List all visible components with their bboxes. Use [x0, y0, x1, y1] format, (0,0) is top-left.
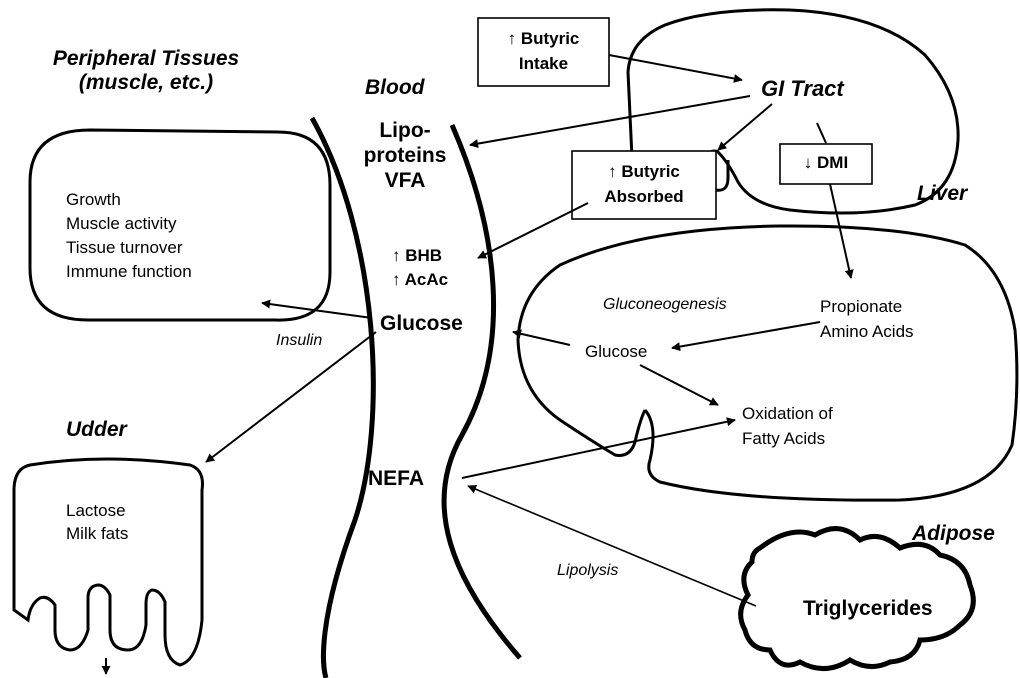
lipolysis-label: Lipolysis	[557, 562, 618, 580]
oxidation-line2: Fatty Acids	[742, 426, 833, 451]
peripheral-title-line1: Peripheral Tissues	[30, 47, 262, 71]
butyric-absorbed-line1: ↑ Butyric	[572, 159, 716, 184]
peripheral-functions-list: Growth Muscle activity Tissue turnover I…	[66, 188, 192, 284]
udder-title: Udder	[66, 418, 127, 442]
function-item: Muscle activity	[66, 212, 192, 236]
butyric-absorbed-label: ↑ Butyric Absorbed	[572, 159, 716, 209]
triglycerides-label: Triglycerides	[803, 597, 933, 621]
arrow-triglycerides-to-nefa	[468, 486, 756, 606]
udder-item: Lactose	[66, 499, 128, 522]
nefa-label: NEFA	[368, 467, 424, 491]
peripheral-title-line2: (muscle, etc.)	[30, 71, 262, 95]
arrow-propionate-to-glucose	[672, 322, 820, 348]
oxidation-line1: Oxidation of	[742, 401, 833, 426]
function-item: Immune function	[66, 260, 192, 284]
blood-vessel-left-wall	[312, 118, 373, 678]
ketone-bodies-label: ↑ BHB ↑ AcAc	[392, 244, 448, 292]
arrow-gi-to-absorbed	[718, 104, 772, 150]
blood-title: Blood	[365, 76, 424, 100]
propionate-label: Propionate	[820, 294, 914, 319]
insulin-label: Insulin	[276, 332, 322, 350]
peripheral-tissues-title: Peripheral Tissues (muscle, etc.)	[30, 47, 262, 95]
acac-label: ↑ AcAc	[392, 268, 448, 292]
liver-title: Liver	[917, 182, 967, 206]
function-item: Growth	[66, 188, 192, 212]
vfa-label: VFA	[360, 168, 450, 193]
udder-item: Milk fats	[66, 522, 128, 545]
liver-shape	[518, 226, 1017, 500]
bhb-label: ↑ BHB	[392, 244, 448, 268]
butyric-intake-line2: Intake	[478, 51, 609, 76]
butyric-intake-label: ↑ Butyric Intake	[478, 26, 609, 76]
amino-acids-label: Amino Acids	[820, 319, 914, 344]
blood-vessel-right-wall	[444, 125, 520, 658]
arrow-dmi-to-propionate	[830, 184, 851, 278]
oxidation-fatty-acids-label: Oxidation of Fatty Acids	[742, 401, 833, 451]
arrow-glucose-to-oxidation	[640, 365, 718, 405]
blood-glucose-label: Glucose	[380, 312, 463, 336]
butyric-absorbed-line2: Absorbed	[572, 184, 716, 209]
arrow-glucose-to-peripheral	[262, 303, 372, 318]
arrow-gi-to-lipoproteins	[470, 96, 750, 145]
function-item: Tissue turnover	[66, 236, 192, 260]
liver-glucose-label: Glucose	[585, 342, 647, 362]
arrow-absorbed-to-bhb	[478, 203, 588, 258]
udder-shape	[14, 459, 203, 665]
lipoproteins-vfa-label: Lipo- proteins VFA	[360, 118, 450, 193]
gluconeogenesis-label: Gluconeogenesis	[603, 296, 727, 314]
adipose-title: Adipose	[912, 522, 995, 546]
arrow-glucose-to-udder	[206, 332, 376, 462]
butyric-intake-line1: ↑ Butyric	[478, 26, 609, 51]
arrow-liver-glucose-to-blood	[513, 332, 570, 345]
udder-items-list: Lactose Milk fats	[66, 499, 128, 545]
dmi-label: ↓ DMI	[780, 153, 872, 173]
lipoproteins-line1: Lipo-	[360, 118, 450, 143]
lipoproteins-line2: proteins	[360, 143, 450, 168]
propionate-amino-acids-label: Propionate Amino Acids	[820, 294, 914, 344]
arrow-nefa-to-oxidation	[462, 420, 735, 478]
arrow-gi-to-dmi	[817, 123, 826, 143]
gi-tract-title: GI Tract	[761, 76, 844, 101]
